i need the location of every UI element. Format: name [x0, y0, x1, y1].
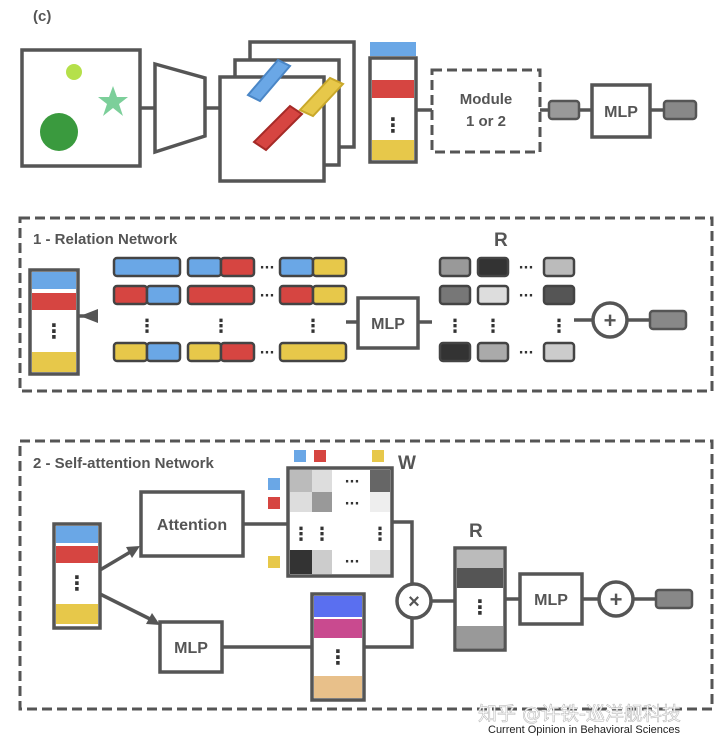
- top-mlp-box: [590, 83, 652, 139]
- watermark: 知乎 @许铁-巡洋舰科技: [478, 703, 681, 725]
- svg-text:⋮: ⋮: [212, 316, 230, 337]
- svg-text:···: ···: [345, 555, 360, 570]
- module-box: [430, 68, 542, 154]
- svg-text:⋮: ⋮: [446, 316, 464, 337]
- w-label: W: [398, 453, 416, 474]
- object-list: [368, 42, 418, 164]
- object-pairs-grid: [112, 256, 348, 363]
- self-attention-mlp-label: MLP: [174, 640, 208, 657]
- attention-label: Attention: [157, 517, 227, 534]
- small-circle-object: [66, 64, 82, 80]
- relation-r-label: R: [494, 230, 508, 251]
- cnn-encoder: [153, 61, 207, 155]
- svg-text:⋮: ⋮: [470, 595, 490, 619]
- svg-text:···: ···: [260, 261, 275, 276]
- self-attention-panel: [18, 439, 714, 711]
- svg-text:···: ···: [345, 475, 360, 490]
- relation-input-objects: [28, 268, 80, 376]
- svg-text:···: ···: [519, 346, 534, 361]
- relation-output-vector: [648, 309, 688, 331]
- self-attention-input-objects: [52, 522, 102, 630]
- svg-text:⋮: ⋮: [313, 524, 331, 545]
- module-label-line1: Module: [460, 91, 513, 108]
- relation-mlp-label: MLP: [371, 316, 405, 333]
- relation-r-matrix: [438, 256, 576, 363]
- star-object: [98, 86, 128, 116]
- svg-text:···: ···: [519, 261, 534, 276]
- svg-text:⋮: ⋮: [328, 645, 348, 669]
- svg-text:⋮: ⋮: [484, 316, 502, 337]
- top-mlp-label: MLP: [604, 104, 638, 121]
- self-attention-mlp-box: [158, 620, 224, 674]
- self-attention-output-mlp-box: [518, 572, 584, 626]
- svg-text:⋮: ⋮: [138, 316, 156, 337]
- relation-network-title: 1 - Relation Network: [33, 231, 178, 248]
- svg-text:×: ×: [408, 591, 420, 613]
- module-label-line2: 1 or 2: [466, 113, 506, 130]
- svg-text:⋮: ⋮: [304, 316, 322, 337]
- attention-box: [139, 490, 245, 558]
- svg-text:⋮: ⋮: [44, 319, 64, 343]
- svg-text:···: ···: [345, 497, 360, 512]
- svg-text:···: ···: [260, 346, 275, 361]
- svg-text:+: +: [604, 308, 617, 333]
- self-attention-output-mlp-label: MLP: [534, 592, 568, 609]
- self-attention-r-column: [453, 546, 507, 652]
- svg-text:⋮: ⋮: [67, 571, 87, 595]
- module-output-vector: [547, 99, 581, 121]
- self-attention-output-vector: [654, 588, 694, 610]
- input-image: [20, 48, 142, 168]
- value-vectors: [310, 592, 366, 702]
- self-attention-r-label: R: [469, 521, 483, 542]
- svg-text:···: ···: [519, 289, 534, 304]
- feature-maps: [218, 40, 356, 183]
- panel-label: (c): [33, 8, 51, 25]
- top-output-vector: [662, 99, 698, 121]
- svg-text:⋮: ⋮: [292, 524, 310, 545]
- svg-text:+: +: [610, 587, 623, 612]
- relation-mlp-box: [356, 296, 420, 350]
- relation-network-panel: [18, 216, 714, 393]
- svg-text:⋮: ⋮: [371, 524, 389, 545]
- svg-text:···: ···: [260, 289, 275, 304]
- svg-text:⋮: ⋮: [550, 316, 568, 337]
- large-circle-object: [40, 113, 78, 151]
- credit-line: Current Opinion in Behavioral Sciences: [488, 724, 680, 736]
- w-attention-matrix: [268, 450, 394, 578]
- self-attention-title: 2 - Self-attention Network: [33, 455, 215, 472]
- object-list-ellipsis: ⋮: [383, 113, 403, 137]
